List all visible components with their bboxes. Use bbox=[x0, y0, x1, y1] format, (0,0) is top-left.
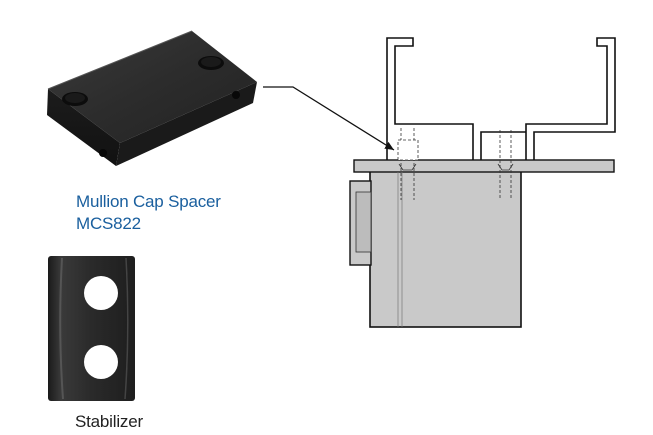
mullion-assembly-drawing bbox=[349, 37, 616, 328]
stabilizer-caption: Stabilizer bbox=[75, 412, 143, 431]
callout-arrow bbox=[263, 86, 395, 151]
mullion-cap-spacer-name: Mullion Cap Spacer bbox=[76, 192, 221, 211]
mullion-cap-spacer-image bbox=[47, 30, 257, 166]
mullion-cap-spacer-caption: Mullion Cap Spacer MCS822 bbox=[76, 191, 221, 235]
mullion-cap-spacer-model: MCS822 bbox=[76, 214, 141, 233]
stabilizer-image bbox=[48, 256, 135, 401]
